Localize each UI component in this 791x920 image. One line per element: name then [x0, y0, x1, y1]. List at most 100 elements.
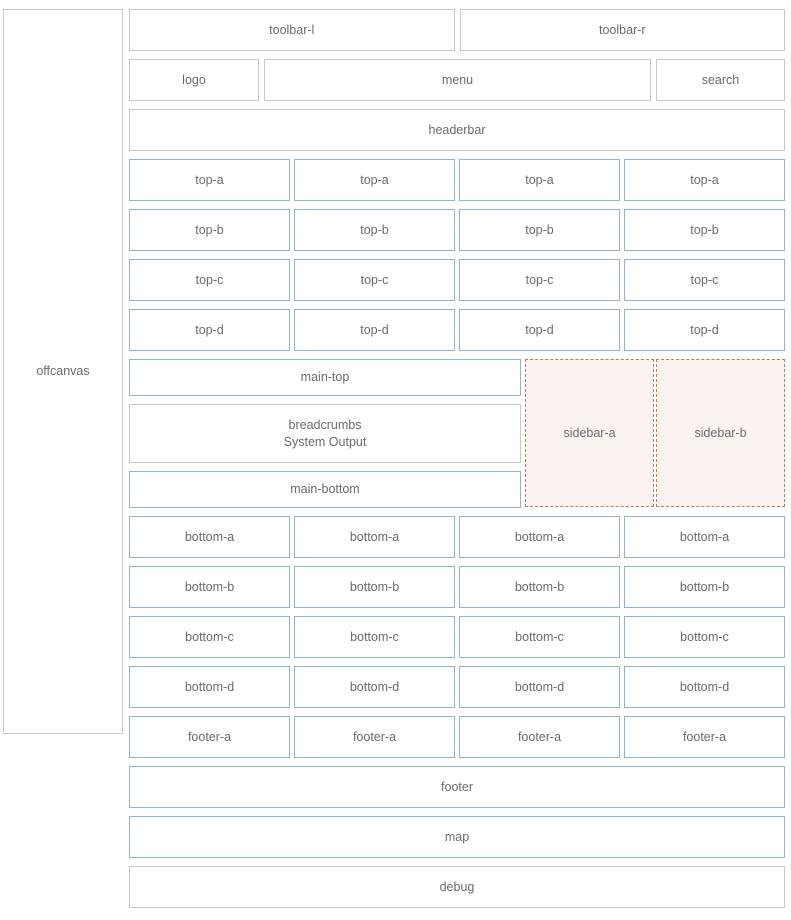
footer-a-cell-1[interactable]: footer-a [129, 716, 290, 758]
bottom-d-cell-4[interactable]: bottom-d [624, 666, 785, 708]
logo-block[interactable]: logo [129, 59, 259, 101]
footer-a-label-1: footer-a [187, 729, 232, 744]
top-d-label-2: top-d [360, 322, 389, 337]
main-content-block[interactable]: breadcrumbs System Output [129, 404, 521, 463]
bottom-d-cell-1[interactable]: bottom-d [129, 666, 290, 708]
bottom-b-label-3: bottom-b [514, 579, 565, 594]
top-d-cell-1[interactable]: top-d [129, 309, 290, 351]
bottom-c-label-4: bottom-c [680, 629, 729, 644]
bottom-d-label-3: bottom-d [514, 679, 565, 694]
top-a-cell-4[interactable]: top-a [624, 159, 785, 201]
bottom-c-label-3: bottom-c [515, 629, 564, 644]
menu-block[interactable]: menu [264, 59, 651, 101]
main-bottom-label: main-bottom [290, 482, 360, 497]
bottom-b-label-4: bottom-b [679, 579, 730, 594]
bottom-c-cell-1[interactable]: bottom-c [129, 616, 290, 658]
brand-row: logo menu search [129, 59, 785, 101]
top-b-label-3: top-b [525, 222, 554, 237]
offcanvas-label: offcanvas [36, 364, 90, 379]
top-c-cell-4[interactable]: top-c [624, 259, 785, 301]
offcanvas-panel[interactable]: offcanvas [3, 9, 123, 734]
toolbar-right-label: toolbar-r [598, 22, 646, 37]
top-c-label-4: top-c [690, 272, 719, 287]
bottom-d-cell-2[interactable]: bottom-d [294, 666, 455, 708]
toolbar-row: toolbar-l toolbar-r [129, 9, 785, 51]
headerbar-block[interactable]: headerbar [129, 109, 785, 151]
footer-a-cell-4[interactable]: footer-a [624, 716, 785, 758]
sidebar-a-block[interactable]: sidebar-a [525, 359, 654, 507]
main-top-label: main-top [300, 370, 350, 385]
top-b-cell-2[interactable]: top-b [294, 209, 455, 251]
bottom-a-cell-4[interactable]: bottom-a [624, 516, 785, 558]
bottom-d-row: bottom-d bottom-d bottom-d bottom-d [129, 666, 785, 708]
top-c-cell-1[interactable]: top-c [129, 259, 290, 301]
bottom-b-label-1: bottom-b [184, 579, 235, 594]
bottom-d-label-1: bottom-d [184, 679, 235, 694]
bottom-c-cell-2[interactable]: bottom-c [294, 616, 455, 658]
toolbar-right[interactable]: toolbar-r [459, 9, 785, 51]
top-b-label-1: top-b [195, 222, 224, 237]
bottom-d-cell-3[interactable]: bottom-d [459, 666, 620, 708]
bottom-b-cell-3[interactable]: bottom-b [459, 566, 620, 608]
bottom-a-label-3: bottom-a [514, 529, 565, 544]
top-a-row: top-a top-a top-a top-a [129, 159, 785, 201]
footer-row: footer [129, 766, 785, 808]
top-a-cell-3[interactable]: top-a [459, 159, 620, 201]
bottom-a-cell-3[interactable]: bottom-a [459, 516, 620, 558]
top-d-cell-3[interactable]: top-d [459, 309, 620, 351]
main-top-block[interactable]: main-top [129, 359, 521, 396]
top-d-label-4: top-d [690, 322, 719, 337]
sidebar-b-block[interactable]: sidebar-b [656, 359, 785, 507]
top-a-cell-2[interactable]: top-a [294, 159, 455, 201]
layout-stage: toolbar-l toolbar-r logo menu search hea… [129, 9, 785, 916]
bottom-a-row: bottom-a bottom-a bottom-a bottom-a [129, 516, 785, 558]
bottom-b-cell-2[interactable]: bottom-b [294, 566, 455, 608]
footer-a-row: footer-a footer-a footer-a footer-a [129, 716, 785, 758]
middle-region: main-top breadcrumbs System Output main-… [129, 359, 785, 508]
top-b-cell-3[interactable]: top-b [459, 209, 620, 251]
bottom-c-cell-4[interactable]: bottom-c [624, 616, 785, 658]
top-c-label-3: top-c [525, 272, 554, 287]
toolbar-left[interactable]: toolbar-l [129, 9, 455, 51]
toolbar-left-label: toolbar-l [269, 22, 315, 37]
top-a-label-1: top-a [195, 172, 224, 187]
top-a-label-4: top-a [690, 172, 719, 187]
map-block[interactable]: map [129, 816, 785, 858]
debug-row: debug [129, 866, 785, 908]
bottom-c-label-2: bottom-c [350, 629, 399, 644]
top-d-cell-4[interactable]: top-d [624, 309, 785, 351]
bottom-a-label-1: bottom-a [184, 529, 235, 544]
top-d-label-3: top-d [525, 322, 554, 337]
footer-a-label-4: footer-a [682, 729, 727, 744]
top-b-cell-4[interactable]: top-b [624, 209, 785, 251]
top-b-label-4: top-b [690, 222, 719, 237]
top-c-cell-2[interactable]: top-c [294, 259, 455, 301]
headerbar-row: headerbar [129, 109, 785, 151]
bottom-a-cell-2[interactable]: bottom-a [294, 516, 455, 558]
search-block[interactable]: search [656, 59, 785, 101]
bottom-a-label-2: bottom-a [349, 529, 400, 544]
main-bottom-block[interactable]: main-bottom [129, 471, 521, 508]
sidebar-column: sidebar-a sidebar-b [525, 359, 785, 508]
headerbar-label: headerbar [428, 122, 486, 137]
top-d-row: top-d top-d top-d top-d [129, 309, 785, 351]
footer-a-cell-3[interactable]: footer-a [459, 716, 620, 758]
bottom-a-cell-1[interactable]: bottom-a [129, 516, 290, 558]
bottom-d-label-2: bottom-d [349, 679, 400, 694]
bottom-b-cell-1[interactable]: bottom-b [129, 566, 290, 608]
map-label: map [444, 829, 470, 844]
bottom-c-cell-3[interactable]: bottom-c [459, 616, 620, 658]
top-d-cell-2[interactable]: top-d [294, 309, 455, 351]
top-a-cell-1[interactable]: top-a [129, 159, 290, 201]
top-b-label-2: top-b [360, 222, 389, 237]
top-b-cell-1[interactable]: top-b [129, 209, 290, 251]
top-d-label-1: top-d [195, 322, 224, 337]
top-c-cell-3[interactable]: top-c [459, 259, 620, 301]
top-a-label-3: top-a [525, 172, 554, 187]
top-b-row: top-b top-b top-b top-b [129, 209, 785, 251]
bottom-b-cell-4[interactable]: bottom-b [624, 566, 785, 608]
footer-block[interactable]: footer [129, 766, 785, 808]
debug-block[interactable]: debug [129, 866, 785, 908]
logo-label: logo [182, 72, 206, 87]
footer-a-cell-2[interactable]: footer-a [294, 716, 455, 758]
